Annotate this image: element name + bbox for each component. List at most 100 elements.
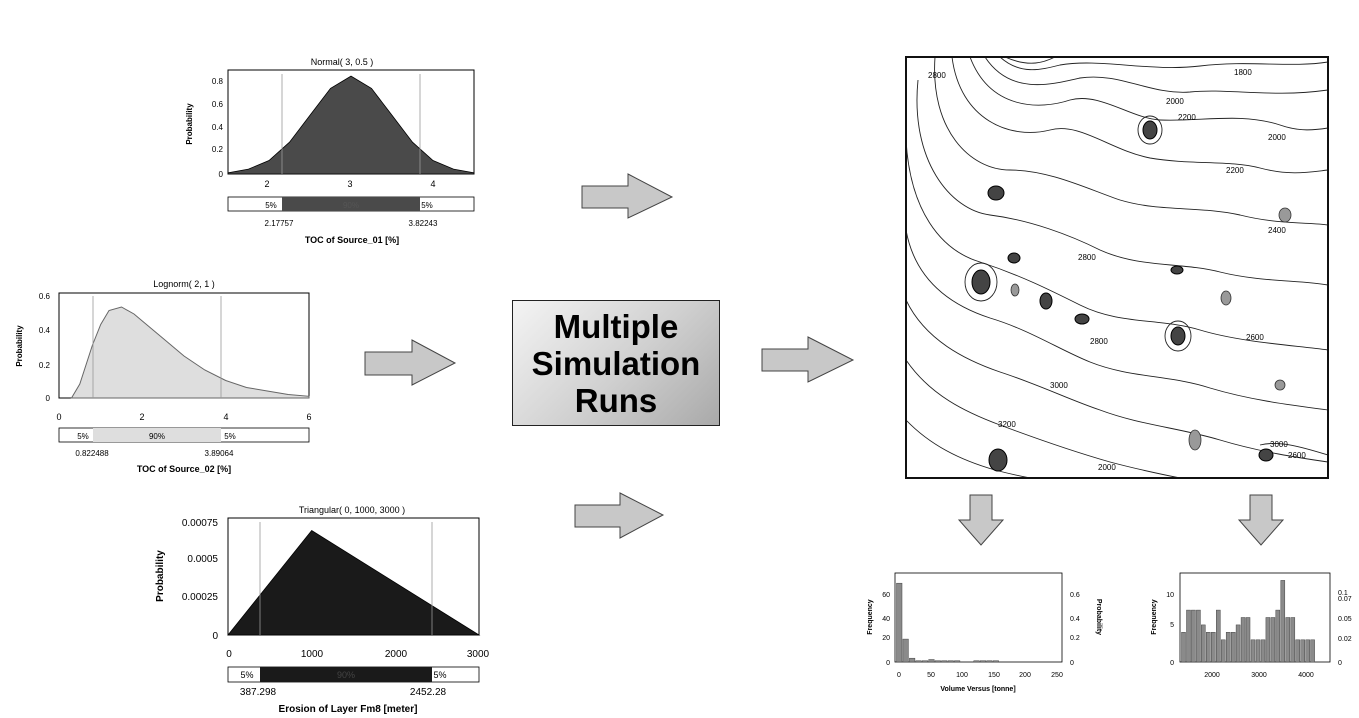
arrow-right-icon [574,492,665,539]
x-tick-label: 4 [430,179,435,189]
histogram-bar [1220,639,1226,663]
x-tick-label: 200 [1019,672,1031,679]
x-axis-label: TOC of Source_01 [%] [305,235,399,245]
contour-label: 2800 [1090,337,1108,346]
anomaly-blob [971,269,991,295]
percentile-left: 5% [77,432,89,441]
percentile-bar-middle [93,428,221,442]
y-tick-label: 5 [1170,622,1174,629]
histogram-bar [1186,609,1191,663]
x-tick-label: 150 [988,672,1000,679]
contour-map: 2800 1800 2000 2200 2000 2200 2400 2800 … [905,56,1329,479]
x-axis-label: TOC of Source_02 [%] [137,464,231,474]
x-tick-label: 2000 [1204,672,1220,679]
distribution-area [227,75,475,175]
histogram-bar [1270,617,1276,663]
distribution-normal: Normal( 3, 0.5 ) Probability 0 0.2 0.4 0… [185,57,475,245]
histogram-bar [1206,632,1211,663]
percentile-bar-middle [282,197,420,211]
distribution-lognormal: Lognorm( 2, 1 ) Probability 0 0.2 0.4 0.… [15,279,312,474]
contour-label: 2600 [1246,333,1264,342]
y2-tick-label: 0.05 [1338,616,1352,623]
contour-label: 2000 [1268,133,1286,142]
percentile-right: 5% [433,670,446,680]
contour-label: 2000 [1166,97,1184,106]
anomaly-blob [1274,379,1286,391]
contour-label: 2600 [1288,451,1306,460]
histogram-bar [1295,639,1300,663]
x-axis-label: Volume Versus [tonne] [940,686,1015,693]
percentile-right: 5% [224,432,236,441]
anomaly-blob [1170,326,1186,346]
dist-title: Normal( 3, 0.5 ) [311,57,374,67]
arrow-down-icon [957,494,1005,546]
histogram-bar [1240,617,1246,663]
y2-tick-label: 0.6 [1070,592,1080,599]
x-tick-label: 2000 [385,649,408,660]
percentile-middle: 90% [343,201,359,210]
y-tick-label: 0.0005 [187,554,218,565]
arrow-right-icon [761,336,855,383]
histogram-bar [934,660,941,663]
arrow-down-icon [1237,494,1285,546]
y-tick-label: 0.4 [39,326,51,335]
y2-tick-label: 0.07 [1338,596,1352,603]
anomaly-blob [1039,292,1053,310]
box-line: Runs [574,381,658,419]
contour-label: 1800 [1234,68,1252,77]
arrow-right-icon [581,173,674,219]
histogram-bar [1250,639,1256,663]
dist-title: Lognorm( 2, 1 ) [153,279,215,289]
histogram-bar [1275,609,1281,663]
contour-label: 2800 [1078,253,1096,262]
anomaly-blob [1142,120,1158,140]
percentile-middle: 90% [149,432,165,441]
histogram-bar [1201,624,1206,663]
y-axis-label: Probability [15,325,24,367]
percentile-left: 5% [265,201,277,210]
histogram-bar [1305,639,1310,663]
x-tick-label: 2 [264,179,269,189]
anomaly-blob [988,448,1008,472]
contour-label: 3000 [1050,381,1068,390]
histogram-bar [979,660,986,663]
lower-value: 0.822488 [75,449,109,458]
histogram-bar [921,660,928,663]
histogram-bar [928,659,935,663]
y-axis-label: Probability [185,103,194,145]
y-tick-label: 0 [219,170,224,179]
contour-label: 2400 [1268,226,1286,235]
anomaly-blob [1170,265,1184,275]
x-tick-label: 50 [927,672,935,679]
histogram-bar [1245,617,1251,663]
y-tick-label: 0.6 [39,292,51,301]
x-tick-label: 1000 [301,649,324,660]
histogram-bar [1255,639,1261,663]
anomaly-blob [1074,313,1090,325]
anomaly-blob [1007,252,1021,264]
x-tick-label: 3 [347,179,352,189]
histogram-bar [1181,632,1186,663]
histogram-bar [941,660,948,663]
dist-title: Triangular( 0, 1000, 3000 ) [299,505,405,515]
y-tick-label: 0.2 [39,361,51,370]
percentile-middle: 90% [337,670,355,680]
y2-tick-label: 0 [1070,660,1074,667]
y-tick-label: 0.00025 [182,592,219,603]
y-tick-label: 10 [1166,592,1174,599]
x-tick-label: 3000 [1251,672,1267,679]
plot-frame [894,572,1063,663]
histogram-bar [1310,639,1315,663]
histogram-bar [1211,632,1216,663]
x-tick-label: 4000 [1298,672,1314,679]
upper-value: 2452.28 [410,687,447,698]
histogram-bar [909,657,916,663]
y-tick-label: 0 [212,631,218,642]
y-axis-label: Probability [155,550,166,602]
contour-label: 2800 [928,71,946,80]
y2-tick-label: 0.2 [1070,635,1080,642]
x-tick-label: 100 [956,672,968,679]
anomaly-blob [1220,290,1232,306]
histogram-bar [1216,609,1221,663]
